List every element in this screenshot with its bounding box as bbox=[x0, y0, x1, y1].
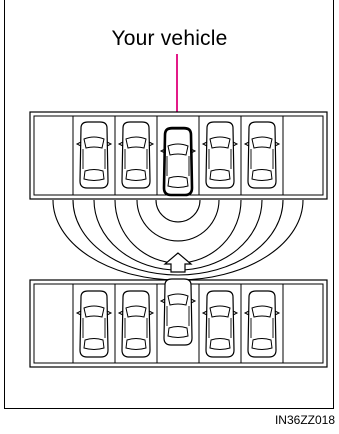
your-vehicle-label: Your vehicle bbox=[111, 27, 228, 50]
parked-car-top-6 bbox=[244, 121, 280, 189]
parked-car-bottom-6 bbox=[244, 290, 280, 358]
parked-car-top-2 bbox=[76, 121, 112, 189]
image-code: IN36ZZ018 bbox=[274, 413, 335, 427]
direction-arrow bbox=[163, 252, 193, 273]
parked-car-top-5 bbox=[202, 121, 238, 189]
parked-car-top-3 bbox=[118, 121, 154, 189]
parked-car-bottom-3 bbox=[118, 290, 154, 358]
parked-car-bottom-5 bbox=[202, 290, 238, 358]
parked-car-bottom-2 bbox=[76, 290, 112, 358]
searching-car bbox=[160, 278, 196, 346]
your-vehicle-car bbox=[160, 126, 196, 197]
